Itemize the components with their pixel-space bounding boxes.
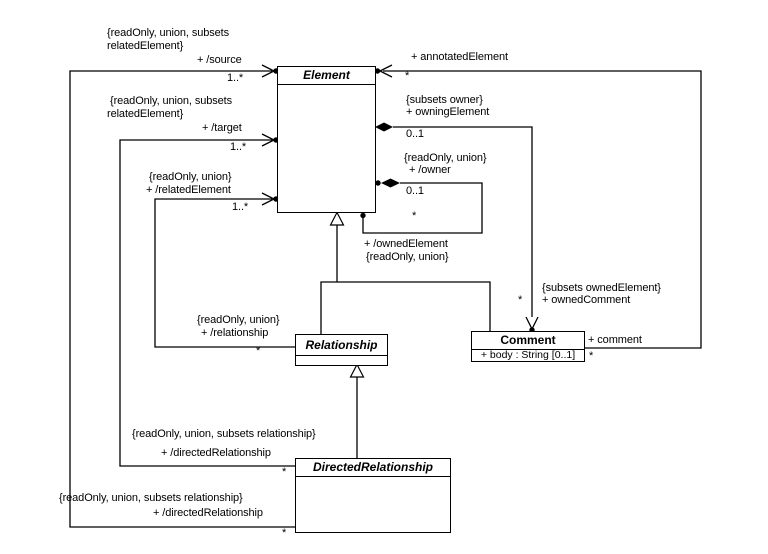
source-multiplicity: 1..* bbox=[227, 72, 244, 84]
assoc-target-directedrelationship-line bbox=[119, 139, 295, 467]
generalization-triangle-relationship-icon bbox=[349, 363, 365, 378]
owner-role-label: + /owner bbox=[409, 164, 451, 176]
relatedelement-role-label: + /relatedElement bbox=[146, 184, 231, 196]
annotatedelement-multiplicity: * bbox=[405, 70, 410, 82]
ownedelement-multiplicity: * bbox=[412, 210, 417, 222]
ownedcomment-multiplicity: * bbox=[518, 294, 523, 306]
relatedelement-multiplicity: 1..* bbox=[232, 201, 249, 213]
assoc-owner-ownedelement-line bbox=[362, 182, 483, 234]
class-relationship: Relationship bbox=[295, 334, 388, 366]
generalization-triangle-element-icon bbox=[329, 211, 345, 226]
ownedelement-constraint: {readOnly, union} bbox=[366, 251, 449, 263]
owningelement-role-label: + owningElement bbox=[406, 106, 490, 118]
ownedcomment-constraint: {subsets ownedElement} bbox=[542, 282, 661, 294]
directedrelationship1-role-label: + /directedRelationship bbox=[161, 447, 271, 459]
class-element-body bbox=[278, 85, 375, 212]
class-relationship-title: Relationship bbox=[296, 335, 387, 356]
directedrelationship1-constraint: {readOnly, union, subsets relationship} bbox=[132, 428, 316, 440]
annotatedelement-role-label: + annotatedElement bbox=[411, 51, 508, 63]
ownedelement-ownership-dot-icon bbox=[360, 212, 366, 219]
class-element: Element bbox=[277, 66, 376, 213]
relatedelement-constraint: {readOnly, union} bbox=[149, 171, 232, 183]
assoc-source-directedrelationship-line bbox=[69, 70, 295, 528]
assoc-owningelement-ownedcomment-line bbox=[393, 126, 533, 317]
owner-multiplicity: 0..1 bbox=[406, 185, 424, 197]
comment-multiplicity: * bbox=[589, 350, 594, 362]
source-role-label: + /source bbox=[197, 54, 242, 66]
assoc-relatedelement-relationship-line bbox=[154, 198, 295, 348]
source-constraint-line2: relatedElement} bbox=[107, 40, 184, 52]
class-comment-attribute-body: + body : String [0..1] bbox=[480, 350, 576, 361]
owner-constraint: {readOnly, union} bbox=[404, 152, 487, 164]
class-comment: Comment + body : String [0..1] bbox=[471, 331, 585, 362]
ownedcomment-role-label: + ownedComment bbox=[542, 294, 631, 306]
class-directedrelationship-title: DirectedRelationship bbox=[296, 459, 450, 477]
target-constraint-line1: {readOnly, union, subsets bbox=[110, 95, 233, 107]
assoc-annotatedelement-comment-line bbox=[383, 70, 702, 349]
class-directedrelationship: DirectedRelationship bbox=[295, 458, 451, 533]
target-multiplicity: 1..* bbox=[230, 141, 247, 153]
generalization-element-branch-line bbox=[320, 281, 491, 334]
target-constraint-line2: relatedElement} bbox=[107, 108, 184, 120]
owner-composition-diamond-icon bbox=[381, 178, 400, 188]
ownedcomment-arrow-icon bbox=[525, 316, 539, 331]
owningelement-composition-diamond-icon bbox=[375, 122, 393, 132]
ownedelement-role-label: + /ownedElement bbox=[364, 238, 448, 250]
comment-role-label: + comment bbox=[588, 334, 642, 346]
class-relationship-body bbox=[296, 356, 387, 365]
directedrelationship2-role-label: + /directedRelationship bbox=[153, 507, 263, 519]
owningelement-constraint: {subsets owner} bbox=[406, 94, 483, 106]
class-comment-title: Comment bbox=[472, 332, 584, 350]
directedrelationship1-multiplicity: * bbox=[282, 466, 287, 478]
relationship-multiplicity: * bbox=[256, 345, 261, 357]
source-constraint-line1: {readOnly, union, subsets bbox=[107, 27, 230, 39]
directedrelationship2-constraint: {readOnly, union, subsets relationship} bbox=[59, 492, 243, 504]
owningelement-multiplicity: 0..1 bbox=[406, 128, 424, 140]
directedrelationship2-multiplicity: * bbox=[282, 527, 287, 539]
owner-ownership-dot-icon bbox=[375, 180, 381, 186]
class-directedrelationship-body bbox=[296, 477, 450, 532]
relationship-role-label: + /relationship bbox=[201, 327, 269, 339]
relationship-constraint: {readOnly, union} bbox=[197, 314, 280, 326]
annotatedelement-ownership-dot-icon bbox=[374, 68, 381, 74]
target-role-label: + /target bbox=[202, 122, 242, 134]
class-element-title: Element bbox=[278, 67, 375, 85]
